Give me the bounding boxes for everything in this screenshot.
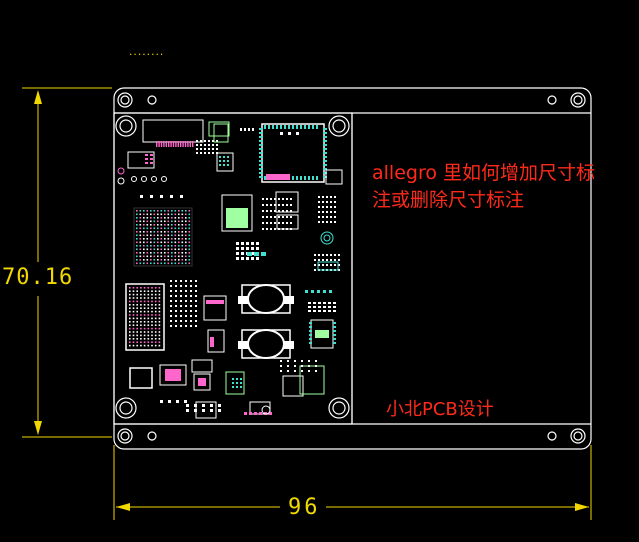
board-outline (113, 87, 592, 450)
annotation-title: allegro 里如何增加尺寸标 注或删除尺寸标注 (372, 160, 595, 214)
dimension-height-label: 70.16 (2, 265, 74, 290)
pcb-components (117, 119, 343, 419)
dimension-vertical (22, 87, 112, 438)
annotation-title-line2: 注或删除尺寸标注 (372, 189, 525, 211)
dimension-horizontal (113, 445, 592, 520)
annotation-title-line1: allegro 里如何增加尺寸标 (372, 162, 596, 184)
top-marker: ........ (128, 48, 164, 58)
dimension-width-label: 96 (288, 495, 321, 520)
brand-label: 小北PCB设计 (386, 399, 494, 420)
mounting-holes (115, 92, 586, 444)
